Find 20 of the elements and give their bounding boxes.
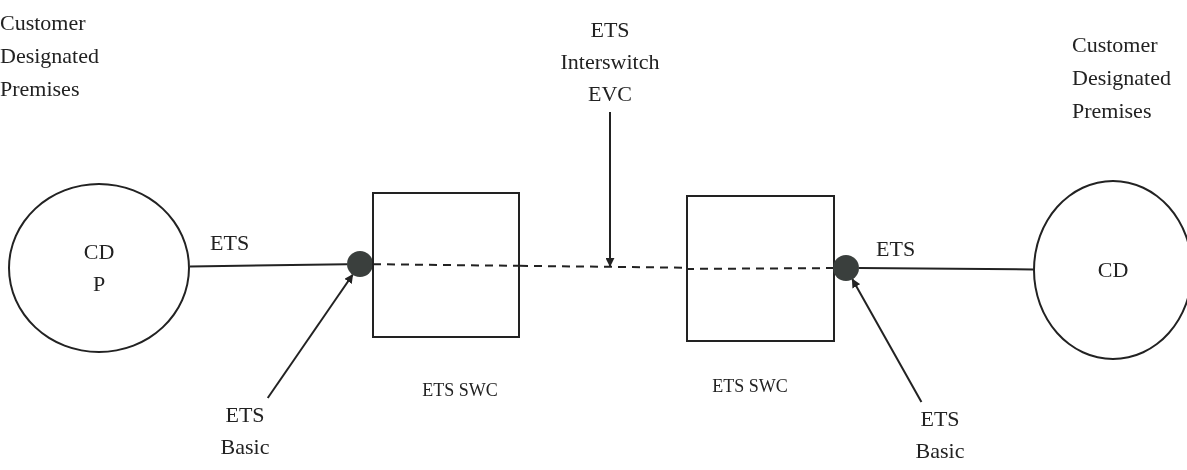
dashed-line bbox=[685, 267, 834, 270]
arrow bbox=[851, 278, 923, 403]
callout-text: ETS Basic bbox=[205, 398, 285, 464]
caption-text: Customer Designated Premises bbox=[0, 9, 100, 103]
connection-dot bbox=[833, 255, 859, 281]
node-label: CD bbox=[1096, 256, 1130, 284]
callout-text: ETS Interswitch EVC bbox=[545, 12, 675, 112]
connection-dot bbox=[347, 251, 373, 277]
callout-text: ETS Basic bbox=[900, 402, 980, 468]
arrow bbox=[266, 273, 354, 399]
node-label: CD P bbox=[82, 238, 116, 298]
dashed-line bbox=[372, 263, 521, 267]
connector-line bbox=[858, 267, 1034, 271]
arrow bbox=[605, 111, 615, 267]
connector-line bbox=[189, 263, 348, 268]
switch-box bbox=[686, 195, 835, 342]
caption-text: Customer Designated Premises bbox=[1072, 31, 1172, 125]
caption-text: ETS SWC bbox=[711, 375, 789, 398]
caption-text: ETS SWC bbox=[421, 379, 499, 402]
switch-box bbox=[372, 192, 520, 338]
